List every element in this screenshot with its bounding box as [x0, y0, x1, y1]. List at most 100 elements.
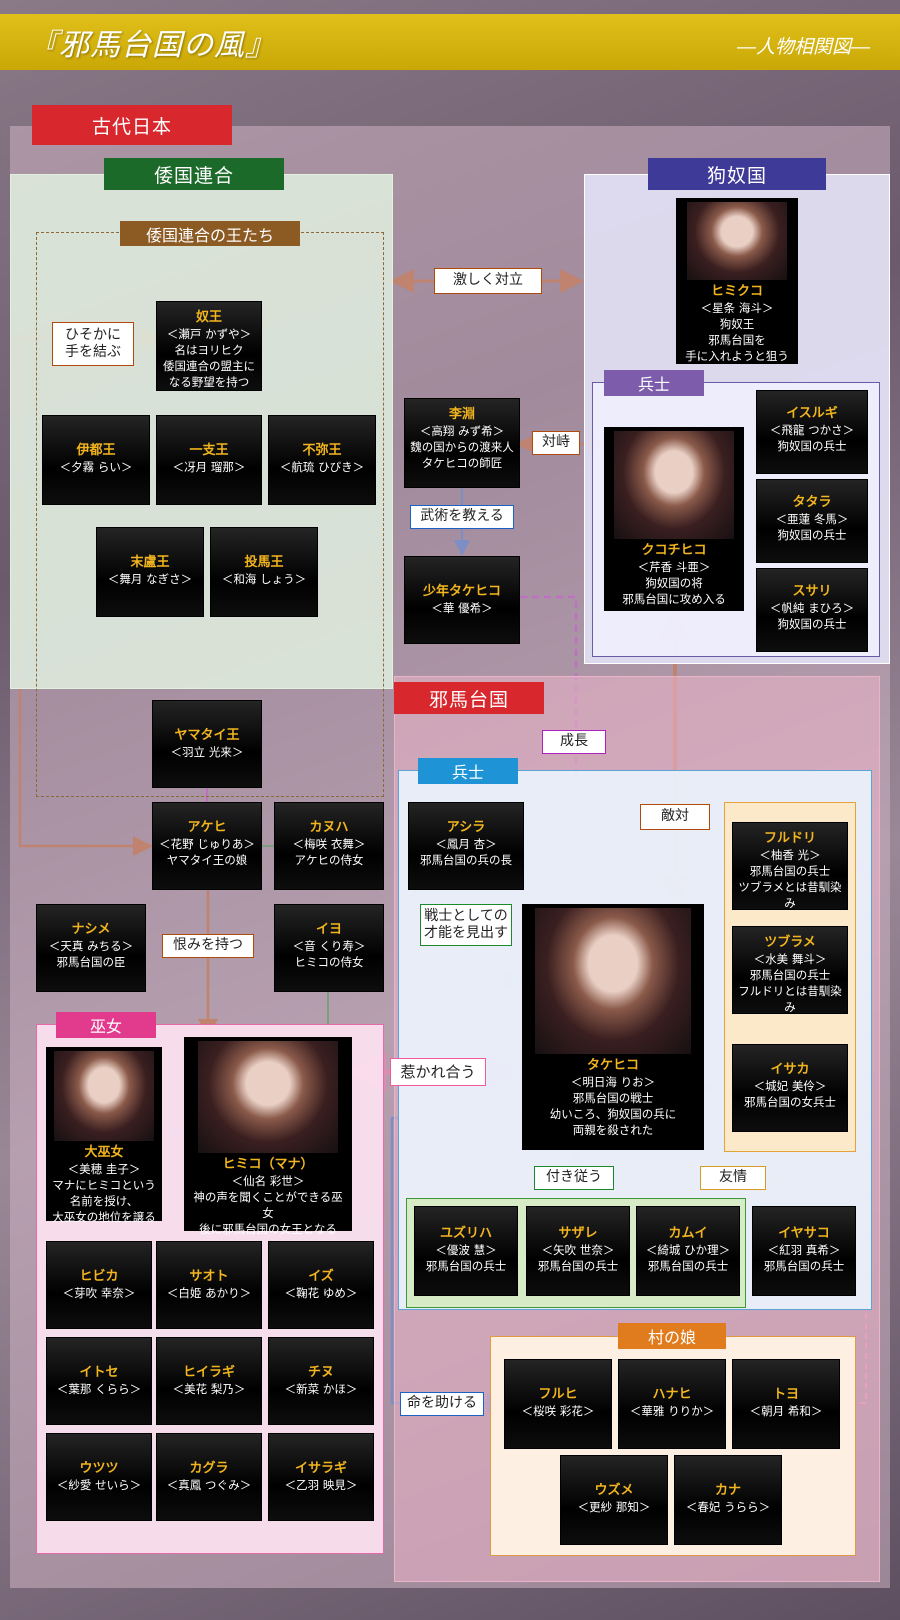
desc: アケヒの侍女 — [278, 853, 380, 869]
name: イサラギ — [272, 1460, 370, 1478]
desc: 神の声を聞くことができる巫女 — [188, 1190, 348, 1222]
card-kamui: カムイ ＜綺城 ひか理＞ 邪馬台国の兵士 — [636, 1206, 740, 1296]
card-iyo: イヨ ＜音 くり寿＞ ヒミコの侍女 — [274, 904, 384, 992]
card-yamataiou: ヤマタイ王 ＜羽立 光来＞ — [152, 700, 262, 788]
label-wa-kings: 倭国連合の王たち — [120, 221, 300, 246]
card-sazare: サザレ ＜矢吹 世奈＞ 邪馬台国の兵士 — [526, 1206, 630, 1296]
name: スサリ — [760, 583, 864, 601]
actor: ＜城妃 美伶＞ — [736, 1079, 844, 1095]
name: 李淵 — [408, 406, 516, 424]
name: 少年タケヒコ — [408, 583, 516, 601]
label-yamatai: 邪馬台国 — [394, 682, 544, 714]
name: ユズリハ — [418, 1225, 514, 1243]
card-tsuburame: ツブラメ ＜水美 舞斗＞ 邪馬台国の兵士 フルドリとは昔馴染み — [732, 926, 848, 1014]
relation-text: 才能を見出す — [424, 925, 508, 943]
actor: ＜羽立 光来＞ — [156, 745, 258, 761]
actor: ＜華 優希＞ — [408, 601, 516, 617]
actor: ＜音 くり寿＞ — [278, 939, 380, 955]
card-saoto: サオト ＜白姫 あかり＞ — [156, 1241, 262, 1329]
name: ツブラメ — [736, 934, 844, 952]
actor: ＜和海 しょう＞ — [214, 572, 314, 588]
desc: 邪馬台国の兵の長 — [412, 853, 520, 869]
card-furuhi: フルヒ ＜桜咲 彩花＞ — [504, 1359, 612, 1449]
relation-fierce-conflict: 激しく対立 — [434, 268, 542, 294]
card-izu: イズ ＜鞠花 ゆめ＞ — [268, 1241, 374, 1329]
desc: 大巫女の地位を譲る — [50, 1210, 158, 1226]
card-nashime: ナシメ ＜天真 みちる＞ 邪馬台国の臣 — [36, 904, 146, 992]
name: アケヒ — [156, 819, 258, 837]
page-subtitle: ―人物相関図― — [737, 32, 870, 59]
actor: ＜高翔 みず希＞ — [408, 424, 516, 440]
card-ikioou: 一支王 ＜冴月 瑠那＞ — [156, 415, 262, 505]
name: チヌ — [272, 1364, 370, 1382]
actor: ＜紅羽 真希＞ — [756, 1243, 852, 1259]
desc: タケヒコの師匠 — [408, 456, 516, 472]
card-kukuchihiko: クコチヒコ ＜芹香 斗亜＞ 狗奴国の将 邪馬台国に攻め入る — [604, 427, 744, 611]
name: ナシメ — [40, 921, 142, 939]
name: 投馬王 — [214, 554, 314, 572]
name: ウツツ — [50, 1460, 148, 1478]
portrait-takehiko — [535, 908, 691, 1054]
desc: 狗奴王 — [680, 317, 794, 333]
label-miko: 巫女 — [56, 1012, 156, 1038]
relation-grow-up: 成長 — [542, 730, 606, 754]
desc: フルドリとは昔馴染み — [736, 984, 844, 1016]
card-matsuroou: 末盧王 ＜舞月 なぎさ＞ — [96, 527, 204, 617]
name: 奴王 — [160, 309, 258, 327]
name: イサカ — [736, 1061, 844, 1079]
desc: 両親を殺された — [526, 1123, 700, 1139]
actor: ＜鳳月 杏＞ — [412, 837, 520, 853]
actor: ＜亜蓮 冬馬＞ — [760, 512, 864, 528]
label-yamatai-soldiers: 兵士 — [418, 758, 518, 784]
actor: ＜帆純 まひろ＞ — [760, 601, 864, 617]
relation-attracted: 惹かれ合う — [390, 1058, 486, 1086]
name: カナ — [678, 1482, 778, 1500]
name: トヨ — [736, 1386, 836, 1404]
card-young-takehiko: 少年タケヒコ ＜華 優希＞ — [404, 556, 520, 644]
name: イトセ — [50, 1364, 148, 1382]
card-hikimiku: ヒミクコ ＜星条 海斗＞ 狗奴王 邪馬台国を 手に入れようと狙う — [676, 198, 798, 364]
card-kanuha: カヌハ ＜梅咲 衣舞＞ アケヒの侍女 — [274, 802, 384, 890]
desc: 邪馬台国の兵士 — [756, 1259, 852, 1275]
name: ヒイラギ — [160, 1364, 258, 1382]
relation-confront: 対峙 — [532, 431, 580, 455]
desc: 魏の国からの渡来人 — [408, 440, 516, 456]
actor: ＜真鳳 つぐみ＞ — [160, 1478, 258, 1494]
desc: なる野望を持つ — [160, 375, 258, 391]
actor: ＜鞠花 ゆめ＞ — [272, 1286, 370, 1302]
name: カヌハ — [278, 819, 380, 837]
label-wa-alliance: 倭国連合 — [104, 158, 284, 190]
actor: ＜美穂 圭子＞ — [50, 1162, 158, 1178]
card-himiko: ヒミコ（マナ） ＜仙名 彩世＞ 神の声を聞くことができる巫女 後に邪馬台国の女王… — [184, 1037, 352, 1231]
desc: ヤマタイ王の娘 — [156, 853, 258, 869]
desc: 邪馬台国に攻め入る — [608, 592, 740, 608]
name: アシラ — [412, 819, 520, 837]
actor: ＜明日海 りお＞ — [526, 1075, 700, 1091]
card-iyasako: イヤサコ ＜紅羽 真希＞ 邪馬台国の兵士 — [752, 1206, 856, 1296]
desc: 名はヨリヒク — [160, 343, 258, 359]
card-utsutsu: ウツツ ＜紗愛 せいら＞ — [46, 1433, 152, 1521]
card-toyo: トヨ ＜朝月 希和＞ — [732, 1359, 840, 1449]
desc: 邪馬台国の臣 — [40, 955, 142, 971]
card-furudori: フルドリ ＜柚香 光＞ 邪馬台国の兵士 ツブラメとは昔馴染み — [732, 822, 848, 910]
card-isaka: イサカ ＜城妃 美伶＞ 邪馬台国の女兵士 — [732, 1044, 848, 1132]
desc: 狗奴国の兵士 — [760, 439, 864, 455]
actor: ＜更紗 那知＞ — [564, 1500, 664, 1516]
name: 末盧王 — [100, 554, 200, 572]
name: ヒミクコ — [680, 283, 794, 301]
desc: 邪馬台国の戦士 — [526, 1091, 700, 1107]
label-kunu: 狗奴国 — [648, 158, 826, 190]
desc: 狗奴国の将 — [608, 576, 740, 592]
desc: 邪馬台国を — [680, 333, 794, 349]
name: ハナヒ — [622, 1386, 722, 1404]
name: カグラ — [160, 1460, 258, 1478]
name: タタラ — [760, 494, 864, 512]
actor: ＜航琉 ひびき＞ — [272, 460, 372, 476]
desc: 邪馬台国の兵士 — [640, 1259, 736, 1275]
card-hiiragi: ヒイラギ ＜美花 梨乃＞ — [156, 1337, 262, 1425]
label-village-girls: 村の娘 — [618, 1323, 726, 1349]
name: フルドリ — [736, 830, 844, 848]
card-kana: カナ ＜春妃 うらら＞ — [674, 1455, 782, 1545]
card-itoou: 伊都王 ＜夕霧 らい＞ — [42, 415, 150, 505]
card-susari: スサリ ＜帆純 まひろ＞ 狗奴国の兵士 — [756, 568, 868, 652]
